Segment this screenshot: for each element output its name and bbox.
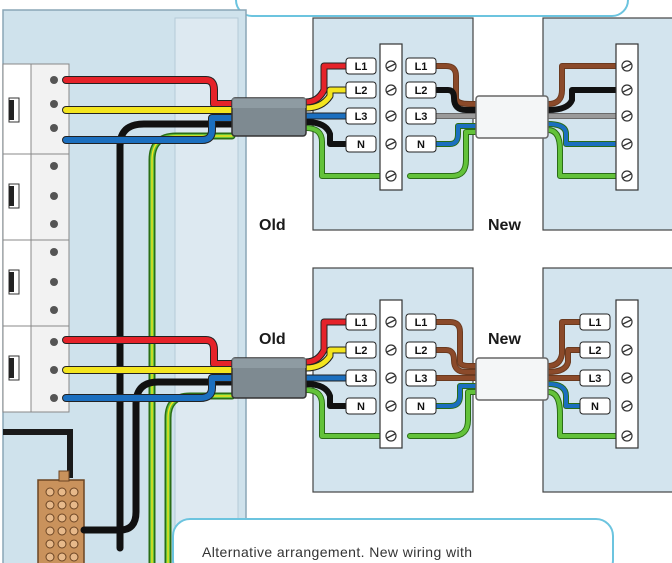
- label-new-bottom: New: [488, 331, 521, 348]
- old-terminal-strip-bottom: [379, 299, 403, 449]
- svg-text:L3: L3: [589, 373, 602, 385]
- tag-L1-far: L1: [579, 313, 611, 331]
- svg-text:L3: L3: [355, 373, 368, 385]
- svg-text:N: N: [357, 401, 365, 413]
- tag-L3-in: L3: [345, 107, 377, 125]
- label-old-bottom: Old: [259, 331, 286, 348]
- tag-L2-out: L2: [405, 341, 437, 359]
- tag-L3-far: L3: [579, 369, 611, 387]
- terminal-tags-top: L1 L2 L3 N L1 L2 L3 N: [345, 57, 437, 153]
- tag-L2-far: L2: [579, 341, 611, 359]
- tag-L1-in: L1: [345, 313, 377, 331]
- tag-L2-in: L2: [345, 341, 377, 359]
- svg-text:L3: L3: [415, 111, 428, 123]
- breaker-screws: [50, 76, 58, 402]
- tag-L2-out: L2: [405, 81, 437, 99]
- old-terminal-strip-top: [379, 43, 403, 191]
- svg-text:N: N: [591, 401, 599, 413]
- bottom-circuit-wires: [62, 318, 619, 563]
- caption-text: Alternative arrangement. New wiring with: [202, 544, 473, 560]
- svg-text:L2: L2: [415, 85, 428, 97]
- tag-L3-in: L3: [345, 369, 377, 387]
- label-new-top: New: [488, 217, 521, 234]
- svg-text:L2: L2: [415, 345, 428, 357]
- svg-text:L2: L2: [355, 345, 368, 357]
- tag-L1-out: L1: [405, 57, 437, 75]
- tag-N-far: N: [579, 397, 611, 415]
- svg-text:L1: L1: [355, 61, 368, 73]
- svg-text:N: N: [417, 401, 425, 413]
- svg-text:L2: L2: [589, 345, 602, 357]
- tag-N-out: N: [405, 397, 437, 415]
- earth-terminal-block: [37, 470, 85, 563]
- new-terminal-strip-bottom: [615, 299, 639, 449]
- terminal-tags-bottom: L1 L2 L3 N L1 L2 L3 N L1 L2 L3 N: [345, 313, 611, 415]
- label-old-top: Old: [259, 217, 286, 234]
- tag-L3-out: L3: [405, 369, 437, 387]
- svg-text:N: N: [417, 139, 425, 151]
- svg-text:L1: L1: [355, 317, 368, 329]
- new-cable-sleeve-top: [475, 95, 549, 139]
- tag-L3-out: L3: [405, 107, 437, 125]
- top-circuit-wires: [62, 62, 619, 563]
- new-junction-panel-top: [542, 17, 672, 231]
- tag-L1-in: L1: [345, 57, 377, 75]
- svg-text:L3: L3: [415, 373, 428, 385]
- svg-text:L2: L2: [355, 85, 368, 97]
- svg-text:N: N: [357, 139, 365, 151]
- tag-L2-in: L2: [345, 81, 377, 99]
- svg-text:L1: L1: [415, 317, 428, 329]
- top-callout-box: [235, 0, 629, 17]
- caption-callout: [172, 518, 614, 563]
- tag-N-in: N: [345, 397, 377, 415]
- breaker-bank: [2, 63, 70, 413]
- consumer-unit-inner: [174, 17, 239, 563]
- tag-N-in: N: [345, 135, 377, 153]
- svg-text:L3: L3: [355, 111, 368, 123]
- new-terminal-strip-top: [615, 43, 639, 191]
- earth-bar-bracket: [3, 429, 73, 478]
- svg-text:L1: L1: [589, 317, 602, 329]
- tag-L1-out: L1: [405, 313, 437, 331]
- tag-N-out: N: [405, 135, 437, 153]
- svg-text:L1: L1: [415, 61, 428, 73]
- new-cable-sleeve-bottom: [475, 357, 549, 401]
